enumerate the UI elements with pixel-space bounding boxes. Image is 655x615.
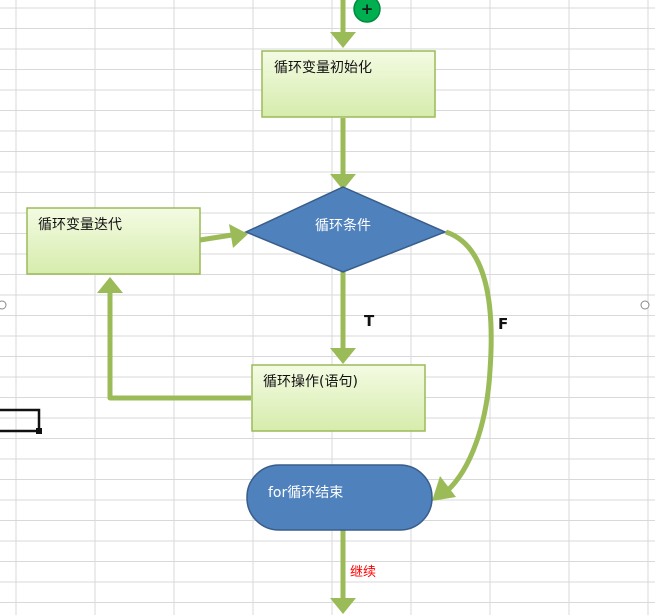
arrowhead-entry [330, 32, 356, 48]
node-end-label: for循环结束 [268, 485, 343, 501]
resize-handle-right[interactable] [640, 300, 650, 310]
plus-icon: + [361, 0, 374, 18]
node-init[interactable]: 循环变量初始化 [261, 50, 436, 118]
edge-label-continue: 继续 [350, 565, 376, 580]
cell-selection-marker[interactable] [0, 408, 42, 434]
arrow-false-branch [445, 229, 494, 493]
node-iterate[interactable]: 循环变量迭代 [26, 207, 201, 275]
node-init-label: 循环变量初始化 [274, 59, 372, 76]
node-condition[interactable]: 循环条件 [244, 186, 447, 273]
add-node-button[interactable]: + [353, 0, 381, 23]
arrowhead-operation-to-iterate [97, 277, 123, 293]
arrowhead-condition-to-operation [330, 348, 356, 364]
node-end[interactable]: for循环结束 [246, 464, 433, 531]
arrow-iterate-to-condition [199, 232, 233, 243]
arrowhead-init-to-condition [330, 174, 356, 190]
resize-handle-left[interactable] [0, 300, 7, 310]
arrowhead-false-branch [432, 476, 456, 501]
node-iterate-label: 循环变量迭代 [38, 217, 122, 233]
node-condition-label: 循环条件 [315, 217, 371, 234]
arrowhead-iterate-to-condition [229, 224, 248, 248]
edge-label-true: T [364, 312, 375, 330]
node-operation-label: 循环操作(语句) [263, 374, 358, 390]
node-operation[interactable]: 循环操作(语句) [251, 364, 426, 432]
edge-label-false: F [498, 315, 508, 333]
arrow-operation-to-iterate [107, 290, 251, 401]
arrowhead-continue [330, 598, 356, 614]
